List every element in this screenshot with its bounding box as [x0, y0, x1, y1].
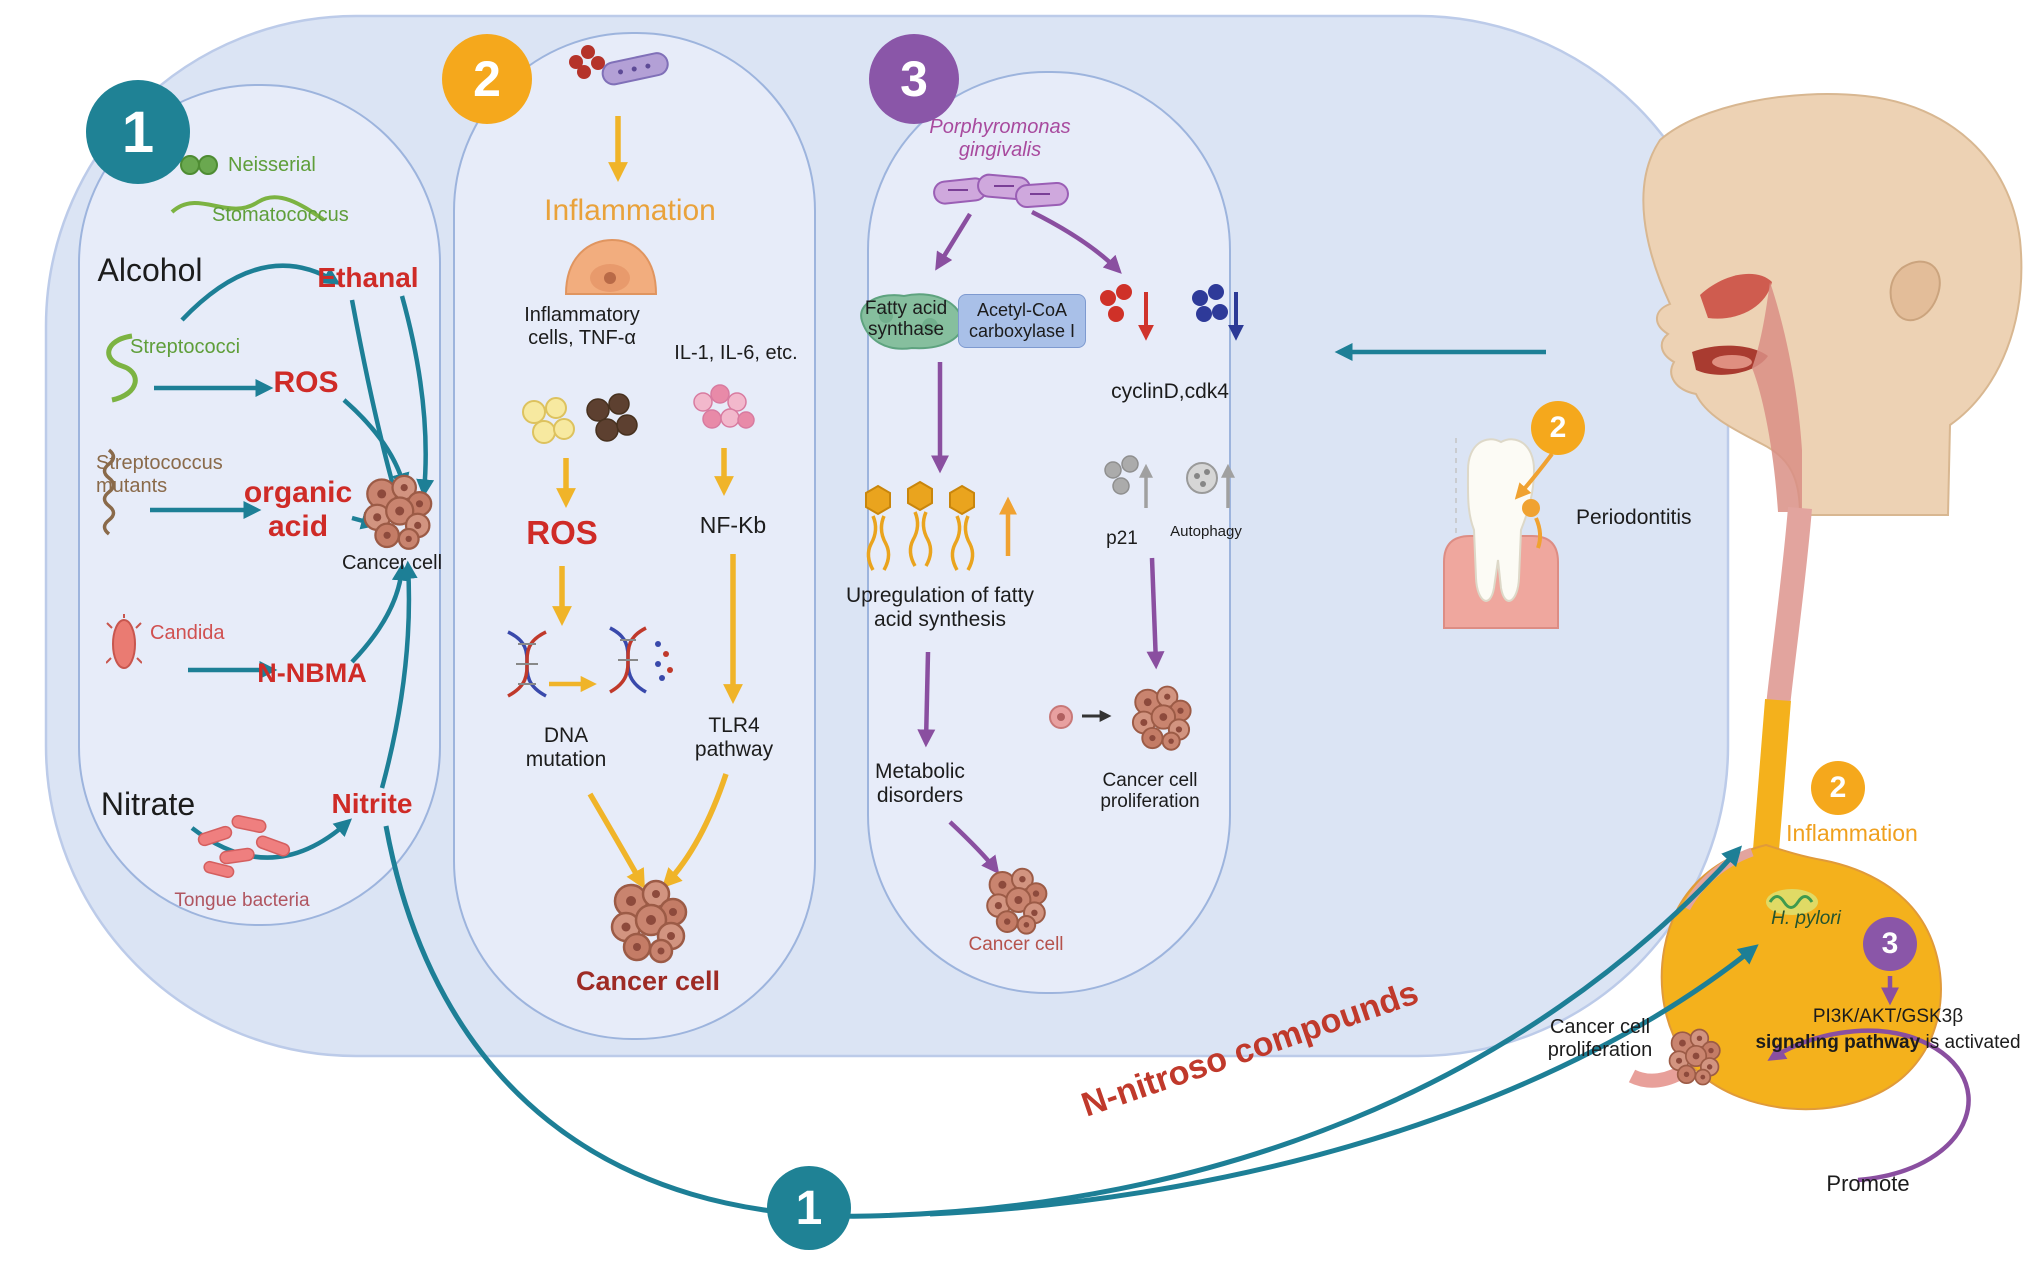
candida-label: Candida	[150, 622, 225, 644]
arrow-ethanal-to-cancer-b	[399, 295, 435, 498]
organic-acid-label: organic acid	[243, 476, 353, 543]
nfkb-label: NF-Kb	[699, 512, 767, 538]
p21-dots-icon	[1104, 455, 1139, 495]
cancer-cell-cluster-p2	[598, 870, 698, 970]
inflammatory-cells-label: Inflammatory cells, TNF-α	[524, 304, 640, 349]
porphyromonas-label: Porphyromonas gingivalis	[929, 116, 1071, 161]
stomach-rim	[1682, 847, 1754, 911]
candida-icon	[106, 614, 142, 669]
signaling-pathway-label: signaling pathway is activated	[1755, 1032, 2021, 1053]
arrow-nnbma-to-cancer	[350, 562, 410, 664]
tongue-bacteria-icon	[197, 814, 291, 879]
autophagy-label: Autophagy	[1170, 523, 1242, 540]
esophagus-upper	[1766, 507, 1812, 708]
inflamed-tissue-icon	[564, 238, 658, 295]
oral-bacteria-icon	[569, 45, 669, 86]
cyclind-cdk4-dots-icon	[1100, 284, 1228, 322]
cancer-cell-cluster-p3	[976, 860, 1056, 940]
tooth-decay-spot	[1522, 499, 1540, 517]
neisserial-label: Neisserial	[228, 154, 316, 176]
head-silhouette	[1642, 93, 2023, 516]
arrow-p21-to-proliferation	[1146, 557, 1165, 670]
badge-3-stomach: 3	[1863, 917, 1917, 971]
arrow-alcohol-to-ethanal	[180, 263, 341, 322]
tooth-icon	[1466, 438, 1536, 602]
cancer-proliferation-label-p3: Cancer cell proliferation	[1100, 770, 1200, 813]
pi3k-label: PI3K/AKT/GSK3β	[1812, 1006, 1964, 1027]
cancer-cell-label-p3: Cancer cell	[968, 934, 1064, 955]
arrow-sweep-branch-to-hpylori	[929, 944, 1759, 1217]
badge-2-stomach: 2	[1811, 761, 1865, 815]
ethanal-label: Ethanal	[317, 262, 419, 293]
autophagy-icon	[1186, 462, 1218, 494]
arrow-badge2-to-tooth	[1514, 452, 1554, 500]
interleukins-label: IL-1, IL-6, etc.	[674, 342, 798, 364]
acetyl-coa-box: Acetyl-CoA carboxylase I	[958, 294, 1086, 348]
fatty-acid-lipid-icons	[865, 480, 975, 571]
inflammatory-cells-brown-icon	[586, 393, 638, 442]
oral-cavity	[1692, 345, 1768, 375]
cancer-cell-label-p2: Cancer cell	[575, 966, 721, 996]
dna-mutation-icon	[609, 626, 673, 694]
badge-pathway-1: 1	[86, 80, 190, 184]
n-nbma-label: N-NBMA	[257, 658, 367, 688]
stomach-cancer-cluster	[1660, 1022, 1728, 1090]
nitrite-label: Nitrite	[331, 788, 413, 819]
streptococci-label: Streptococci	[130, 336, 241, 358]
nitrate-label: Nitrate	[100, 786, 196, 822]
tongue	[1712, 355, 1752, 369]
badge-2-tooth: 2	[1531, 401, 1585, 455]
gum	[1443, 535, 1559, 629]
arrow-nitrite-to-cancer	[379, 560, 418, 789]
badge-pathway-3: 3	[869, 34, 959, 124]
dna-mutation-label: DNA mutation	[525, 724, 607, 771]
arrow-tlr4-to-cancer	[661, 773, 729, 889]
dna-helix-icon	[507, 630, 547, 698]
pharynx	[1752, 282, 1802, 512]
porphyromonas-bacteria-icon	[933, 173, 1069, 209]
inflammation-label-p2: Inflammation	[544, 194, 716, 227]
badge-1-bottom: 1	[767, 1166, 851, 1250]
upregulation-label: Upregulation of fatty acid synthesis	[846, 584, 1034, 631]
cancer-proliferation-cluster-p3	[1122, 678, 1200, 756]
h-pylori-label: H. pylori	[1771, 908, 1841, 929]
arrow-upregulation-to-metabolic	[917, 651, 936, 748]
badge-pathway-2: 2	[442, 34, 532, 124]
ear	[1889, 260, 1941, 322]
stomatococcus-label: Stomatococcus	[212, 204, 349, 226]
fatty-acid-synthase-label: Fatty acid synthase	[864, 298, 948, 341]
metabolic-disorders-label: Metabolic disorders	[875, 760, 965, 807]
tooth-decay-drip	[1534, 517, 1543, 549]
inflammation-label-stomach: Inflammation	[1786, 820, 1918, 846]
p21-label: p21	[1106, 528, 1138, 549]
tongue-bacteria-label: Tongue bacteria	[174, 890, 310, 911]
cancer-cell-label-p1: Cancer cell	[341, 552, 443, 574]
promote-label: Promote	[1826, 1171, 1910, 1196]
arrow-porphyromonas-left	[935, 212, 972, 271]
esophagus-lower	[1753, 698, 1791, 852]
ros-label-p1: ROS	[273, 366, 339, 399]
arrow-porphyromonas-right	[1030, 209, 1122, 274]
cancer-proliferation-label-stomach: Cancer cell proliferation	[1547, 1016, 1653, 1061]
inflammatory-cells-yellow-icon	[522, 397, 575, 444]
interleukin-cells-icon	[693, 384, 755, 429]
cyclind-cdk4-label: cyclinD,cdk4	[1111, 380, 1229, 403]
tlr4-pathway-label: TLR4 pathway	[694, 714, 774, 761]
alcohol-label: Alcohol	[97, 252, 203, 288]
ros-label-p2: ROS	[526, 514, 598, 551]
n-nitroso-compounds-label: N-nitroso compounds	[1076, 973, 1424, 1125]
h-pylori-bacterium-icon	[1768, 895, 1814, 909]
periodontitis-label: Periodontitis	[1576, 506, 1692, 529]
nasal-cavity	[1700, 273, 1772, 319]
single-cell-icon	[1049, 705, 1073, 729]
